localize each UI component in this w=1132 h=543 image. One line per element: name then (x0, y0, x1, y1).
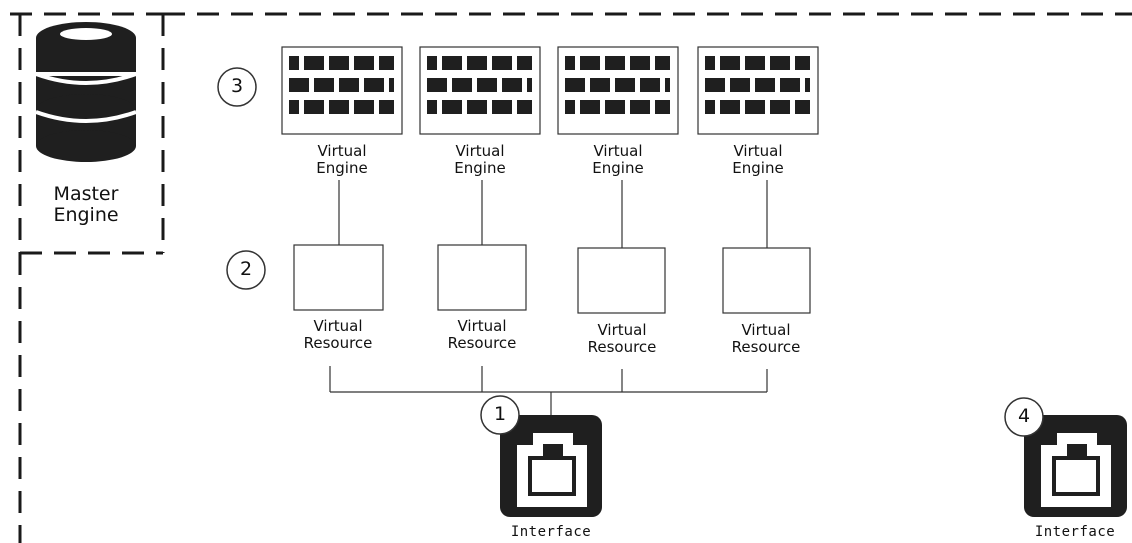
interface-bus (329, 366, 768, 415)
virtual-resource-label-4: Virtual Resource (711, 322, 821, 356)
virtual-engine-icon-1 (281, 46, 403, 135)
virtual-engine-icon-2 (419, 46, 541, 135)
interface-label-2: Interface (1034, 524, 1116, 540)
virtual-resource-label-3: Virtual Resource (567, 322, 677, 356)
virtual-resource-label-1: Virtual Resource (283, 318, 393, 352)
callout-4-number: 4 (1017, 405, 1031, 427)
interface-label-1: Interface (510, 524, 592, 540)
virtual-resource-box-1 (293, 244, 384, 311)
master-engine-boundary (10, 12, 165, 255)
virtual-engine-label-line2: Engine (592, 159, 644, 177)
virtual-resource-box-2 (437, 244, 527, 311)
callout-3-number: 3 (230, 75, 244, 97)
virtual-resource-label-line2: Resource (447, 334, 517, 352)
engine-resource-connectors (338, 180, 768, 248)
network-port-icon-1 (500, 415, 602, 517)
virtual-resource-label-line1: Virtual (741, 321, 791, 339)
virtual-engine-label-3: Virtual Engine (563, 143, 673, 177)
virtual-engine-label-line1: Virtual (593, 142, 643, 160)
virtual-resource-label-line2: Resource (587, 338, 657, 356)
virtual-resource-label-line1: Virtual (597, 321, 647, 339)
virtual-engine-label-line1: Virtual (317, 142, 367, 160)
virtual-engine-icon-3 (557, 46, 679, 135)
virtualization-boundary (18, 12, 1132, 543)
virtual-resource-label-line2: Resource (303, 334, 373, 352)
network-port-icon-2 (1024, 415, 1127, 517)
virtual-engine-label-1: Virtual Engine (287, 143, 397, 177)
database-icon (35, 22, 137, 162)
virtual-engine-label-2: Virtual Engine (425, 143, 535, 177)
callout-4 (1004, 397, 1044, 437)
virtual-engine-label-line1: Virtual (733, 142, 783, 160)
virtual-resource-label-2: Virtual Resource (427, 318, 537, 352)
callout-3 (217, 67, 257, 107)
callout-2 (226, 250, 266, 290)
virtual-resource-box-3 (577, 247, 666, 314)
virtual-resource-label-line1: Virtual (457, 317, 507, 335)
virtual-engine-label-line2: Engine (732, 159, 784, 177)
virtual-resource-box-4 (722, 247, 811, 314)
virtual-resource-label-line1: Virtual (313, 317, 363, 335)
callout-1 (480, 395, 520, 435)
master-engine-label-line2: Engine (53, 204, 119, 226)
callout-1-number: 1 (493, 403, 507, 425)
virtual-engine-label-4: Virtual Engine (703, 143, 813, 177)
virtual-engine-label-line2: Engine (316, 159, 368, 177)
master-engine-label: Master Engine (36, 184, 136, 226)
virtual-engine-icon-4 (697, 46, 819, 135)
callout-2-number: 2 (239, 258, 253, 280)
virtual-engine-label-line1: Virtual (455, 142, 505, 160)
virtual-resource-label-line2: Resource (731, 338, 801, 356)
virtual-engine-label-line2: Engine (454, 159, 506, 177)
master-engine-label-line1: Master (53, 183, 119, 205)
